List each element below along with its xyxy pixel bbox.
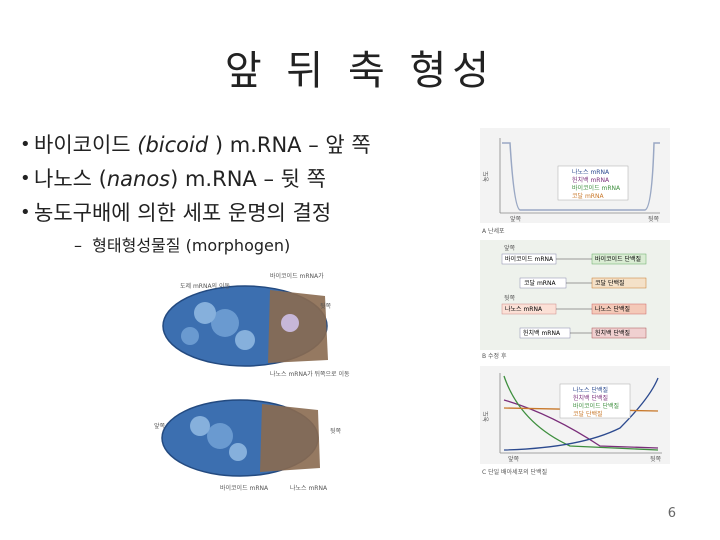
panel-b-box: 헌치백 mRNA [523, 329, 561, 337]
panel-b-caption: B 수정 후 [482, 352, 507, 360]
panel-b-box: 코달 mRNA [524, 279, 556, 287]
panel-a-xleft: 앞쪽 [510, 215, 522, 223]
legend-c-1: 헌치백 단백질 [573, 394, 608, 402]
legend-c-0: 나노스 단백질 [573, 386, 608, 394]
panel-c-ylabel: 농도 [483, 410, 490, 422]
embryo-label: 나노스 mRNA [290, 484, 328, 492]
embryo-label: 바이코이드 mRNA [220, 484, 269, 492]
legend-a-3: 코달 mRNA [572, 192, 604, 200]
embryo-bottom: 앞쪽 뒷쪽 바이코이드 mRNA 나노스 mRNA [154, 399, 342, 492]
bullet-dot: • [20, 134, 31, 155]
panel-b-box: 헌치백 단백질 [595, 329, 630, 337]
bullet-nanos: • 나노스 (nanos) m.RNA – 뒷 쪽 [20, 162, 371, 196]
panel-a-caption: A 난세포 [482, 227, 505, 235]
slide-title: 앞 뒤 축 형성 [224, 48, 496, 94]
embryo-label: 바이코이드 mRNA가 [270, 272, 324, 280]
panel-b-title2: 뒷쪽 [504, 294, 516, 302]
panel-a-ylabel: 농도 [483, 170, 490, 182]
panel-b-title1: 앞쪽 [504, 244, 516, 252]
embryo-label: 도제 mRNA의 이동 [180, 282, 231, 290]
embryo-label: 뒷쪽 [330, 427, 342, 435]
legend-a-0: 나노스 mRNA [572, 168, 610, 176]
dash: – [74, 236, 93, 255]
panel-a-xright: 뒷쪽 [648, 215, 660, 223]
panel-b-box: 코달 단백질 [595, 279, 625, 287]
bullet-list: • 바이코이드 (bicoid ) m.RNA – 앞 쪽 • 나노스 (nan… [20, 128, 371, 230]
legend-c-2: 바이코이드 단백질 [573, 402, 619, 410]
bullet-text: 나노스 (nanos) m.RNA – 뒷 쪽 [34, 167, 326, 191]
panel-c-caption: C 단일 배아세포의 단백질 [482, 468, 547, 476]
embryo-label: 나노스 mRNA가 뒤쪽으로 이동 [270, 370, 350, 378]
panel-a: 농도 나노스 mRNA 헌치백 mRNA 바이코이드 mRNA 코달 mRNA … [480, 128, 670, 223]
embryo-illustration: 바이코이드 mRNA가 도제 mRNA의 이동 뒷쪽 나노스 mRNA가 뒤쪽으… [150, 268, 365, 496]
legend-a-1: 헌치백 mRNA [572, 176, 610, 184]
panel-b-box: 바이코이드 mRNA [505, 255, 554, 263]
panel-c-xright: 뒷쪽 [650, 455, 662, 463]
embryo-top: 바이코이드 mRNA가 도제 mRNA의 이동 뒷쪽 나노스 mRNA가 뒤쪽으… [162, 272, 350, 378]
embryo-label: 뒷쪽 [320, 302, 332, 310]
bullet-text: 바이코이드 (bicoid ) m.RNA – 앞 쪽 [34, 133, 371, 157]
panel-b-box: 나노스 단백질 [595, 305, 630, 313]
legend-a-2: 바이코이드 mRNA [572, 184, 621, 192]
sub-bullet: – 형태형성물질 (morphogen) [74, 236, 291, 255]
legend-c-3: 코달 단백질 [573, 410, 603, 418]
bullet-text: 농도구배에 의한 세포 운명의 결정 [34, 201, 332, 225]
embryo-label: 앞쪽 [154, 422, 166, 430]
bullet-gradient: • 농도구배에 의한 세포 운명의 결정 [20, 196, 371, 230]
panel-b-box: 나노스 mRNA [505, 305, 543, 313]
figure-panels: 농도 나노스 mRNA 헌치백 mRNA 바이코이드 mRNA 코달 mRNA … [480, 128, 670, 476]
slide-number: 6 [667, 506, 676, 521]
panel-c-xleft: 앞쪽 [508, 455, 520, 463]
bullet-dot: • [20, 202, 31, 223]
bullet-bicoid: • 바이코이드 (bicoid ) m.RNA – 앞 쪽 [20, 128, 371, 162]
panel-b: 앞쪽 바이코이드 mRNA 바이코이드 단백질 코달 mRNA 코달 단백질 뒷… [480, 240, 670, 350]
bullet-dot: • [20, 168, 31, 189]
panel-c: 농도 나노스 단백질 헌치백 단백질 바이코이드 단백질 코달 단백질 앞쪽 뒷… [480, 366, 670, 464]
panel-b-box: 바이코이드 단백질 [595, 255, 641, 263]
